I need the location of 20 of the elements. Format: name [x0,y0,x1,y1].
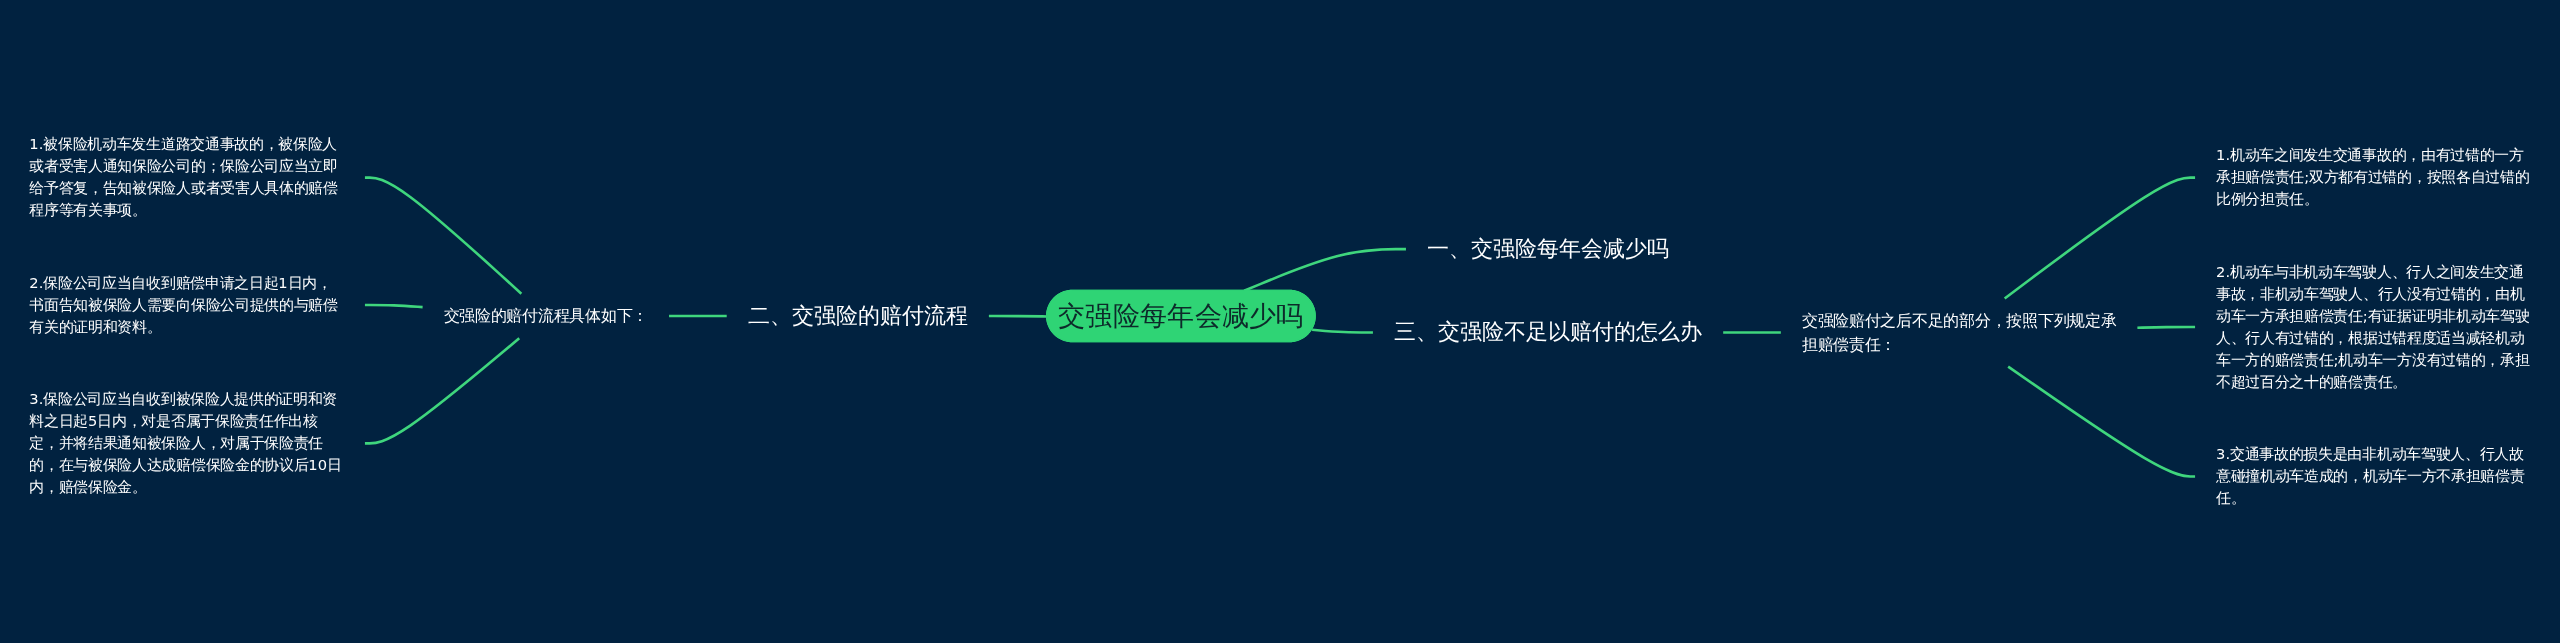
node-text: 3.保险公司应当自收到被保险人提供的证明和资料之日起5日内，对是否属于保险责任作出核定，并将结果通知被保险人，对属于保险责任的，在与被保险人达成赔偿保险金的协议后10日内，赔偿保险金。 [29,390,342,496]
node-text: 2.机动车与非机动车驾驶人、行人之间发生交通事故，非机动车驾驶人、行人没有过错的，由机动车一方承担赔偿责任;有证据证明非机动车驾驶人、行人有过错的，根据过错程度适当减轻机动车一方的赔偿责任;机动车一方没有过错的，承担不超过百分之十的赔偿责任。 [2216,263,2530,390]
node-text: 1.被保险机动车发生道路交通事故的，被保险人或者受害人通知保险公司的；保险公司应当立即给予答复，告知被保险人或者受害人具体的赔偿程序等有关事项。 [29,135,338,219]
connector [364,303,423,309]
connector [2007,365,2196,478]
node-text: 一、交强险每年会减少吗 [1426,235,1670,261]
node-text: 三、交强险不足以赔付的怎么办 [1393,319,1703,345]
connector [2137,325,2196,330]
connector [1312,328,1373,334]
connector [2003,176,2196,300]
node-text: 1.机动车之间发生交通事故的，由有过错的一方承担赔偿责任;双方都有过错的，按照各自过错的比例分担责任。 [2216,146,2530,208]
node-text: 交强险赔付之后不足的部分，按照下列规定承担赔偿责任： [1801,311,2117,354]
connector [364,176,523,295]
node-text: 交强险的赔付流程具体如下： [443,306,649,326]
node-text: 二、交强险的赔付流程 [747,302,968,328]
node-text: 2.保险公司应当自收到赔偿申请之日起1日内，书面告知被保险人需要向保险公司提供的与赔偿有关的证明和资料。 [29,274,338,335]
node-text: 3.交通事故的损失是由非机动车驾驶人、行人故意碰撞机动车造成的，机动车一方不承担赔偿责任。 [2216,445,2525,507]
connector [364,337,521,445]
connector [669,314,727,318]
connector [1723,331,1781,334]
